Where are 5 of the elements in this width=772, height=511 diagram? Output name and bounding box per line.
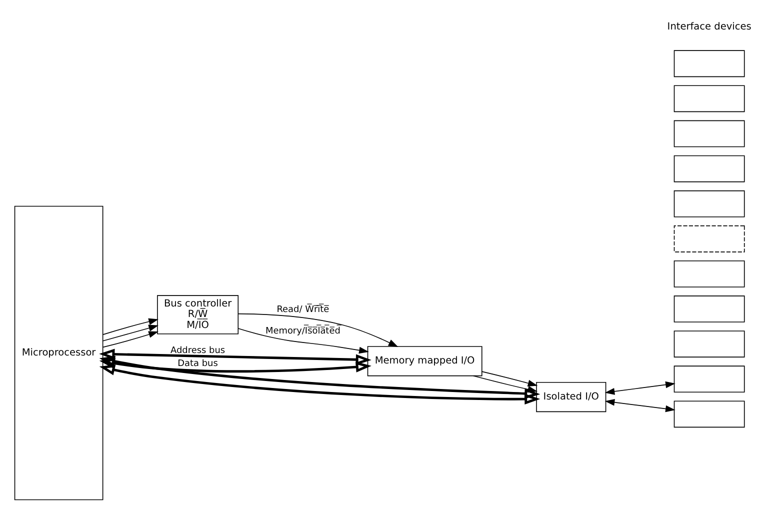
label: Interface devices: [666, 20, 751, 32]
edge-label: Address bus: [170, 345, 225, 356]
edge-label: Read/ W̅r̅i̅t̅e̅: [276, 304, 329, 315]
edge-label: Data bus: [177, 358, 218, 368]
edge-label: Memory/I̅s̅o̅l̅a̅t̅e̅d̅: [265, 326, 340, 336]
